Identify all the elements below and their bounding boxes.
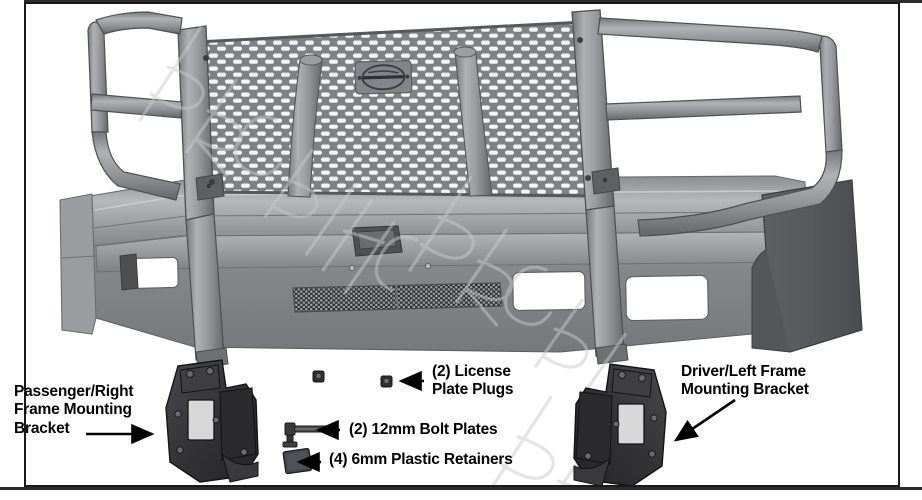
callout-license-plate-plugs: (2) License Plate Plugs: [432, 363, 514, 399]
watermark: [138, 26, 627, 485]
callout-12mm-bolt-plates: (2) 12mm Bolt Plates: [349, 421, 498, 438]
callout-driver-left-bracket: Driver/Left Frame Mounting Bracket: [681, 363, 809, 399]
bumper-left-endcap: [59, 193, 97, 335]
driver-left-frame-mounting-bracket: [573, 363, 667, 485]
6mm-plastic-retainer-part: [282, 447, 313, 475]
guard-inner-tube-right: [454, 51, 493, 197]
right-wing-top-bar: [597, 17, 823, 53]
left-wing-top-bar: [95, 11, 183, 35]
passenger-right-frame-mounting-bracket: [165, 359, 259, 483]
left-wing-bottom-bar: [91, 131, 181, 201]
right-wing-bottom-bar: [637, 149, 843, 237]
license-plate-plug-2: [380, 375, 393, 388]
right-wing-vertical-tube: [818, 35, 843, 153]
light-cutout-right: [625, 274, 709, 322]
light-cutout-center-right: [512, 270, 586, 312]
callout-6mm-plastic-retainers: (4) 6mm Plastic Retainers: [329, 451, 513, 468]
left-wing-vertical-tube: [87, 21, 109, 133]
right-wing-mid-bar: [605, 95, 802, 121]
bottom-rule: [0, 487, 922, 490]
12mm-bolt-plate-part: [282, 422, 332, 448]
license-plate-plug-1: [312, 370, 325, 383]
guard-inner-tube-left: [287, 59, 323, 198]
top-rule: [24, 0, 922, 3]
brand-badge: [354, 60, 413, 95]
callout-passenger-right-bracket: Passenger/Right Frame Mounting Bracket: [14, 383, 134, 437]
